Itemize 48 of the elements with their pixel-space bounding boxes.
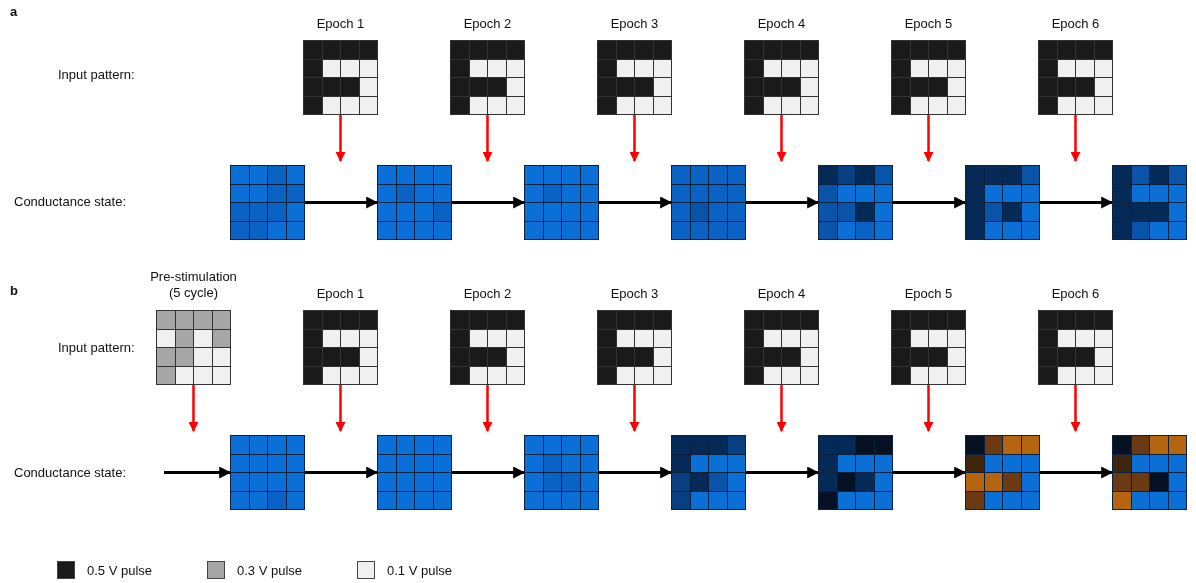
- panel-letter: a: [10, 4, 18, 19]
- arrow: [599, 466, 673, 479]
- panel-letter: b: [10, 283, 18, 298]
- arrow: [305, 466, 379, 479]
- legend-label: 0.3 V pulse: [237, 562, 303, 578]
- row-label: Conductance state:: [14, 194, 127, 209]
- arrow: [1040, 466, 1114, 479]
- arrow: [1070, 385, 1081, 432]
- arrow: [335, 115, 346, 162]
- row-label: Conductance state:: [14, 465, 127, 480]
- arrow: [776, 385, 787, 432]
- arrow: [1040, 196, 1114, 209]
- row-label: Input pattern:: [58, 67, 135, 82]
- epoch-heading: Epoch 6: [1051, 16, 1100, 31]
- arrow: [482, 385, 493, 432]
- epoch-heading: Epoch 4: [757, 16, 806, 31]
- epoch-heading: Epoch 3: [610, 16, 659, 31]
- epoch-heading: Epoch 1: [316, 16, 365, 31]
- legend-label: 0.1 V pulse: [387, 562, 453, 578]
- epoch-heading: Epoch 1: [316, 286, 365, 301]
- epoch-heading: Epoch 2: [463, 16, 512, 31]
- arrow: [923, 115, 934, 162]
- arrow: [599, 196, 673, 209]
- arrow: [164, 466, 232, 479]
- row-label: Input pattern:: [58, 340, 135, 355]
- arrow: [776, 115, 787, 162]
- arrow: [893, 196, 967, 209]
- stage-heading: Pre-stimulation (5 cycle): [149, 268, 238, 301]
- arrow: [923, 385, 934, 432]
- arrow: [452, 196, 526, 209]
- arrow: [893, 466, 967, 479]
- epoch-heading: Epoch 5: [904, 286, 953, 301]
- arrow: [188, 385, 199, 432]
- arrow: [452, 466, 526, 479]
- arrow: [746, 466, 820, 479]
- epoch-heading: Epoch 2: [463, 286, 512, 301]
- arrow: [746, 196, 820, 209]
- arrow: [629, 385, 640, 432]
- epoch-heading: Epoch 4: [757, 286, 806, 301]
- epoch-heading: Epoch 3: [610, 286, 659, 301]
- arrow: [1070, 115, 1081, 162]
- arrow: [482, 115, 493, 162]
- arrow: [629, 115, 640, 162]
- arrow: [305, 196, 379, 209]
- epoch-heading: Epoch 6: [1051, 286, 1100, 301]
- epoch-heading: Epoch 5: [904, 16, 953, 31]
- arrow: [335, 385, 346, 432]
- legend-label: 0.5 V pulse: [87, 562, 153, 578]
